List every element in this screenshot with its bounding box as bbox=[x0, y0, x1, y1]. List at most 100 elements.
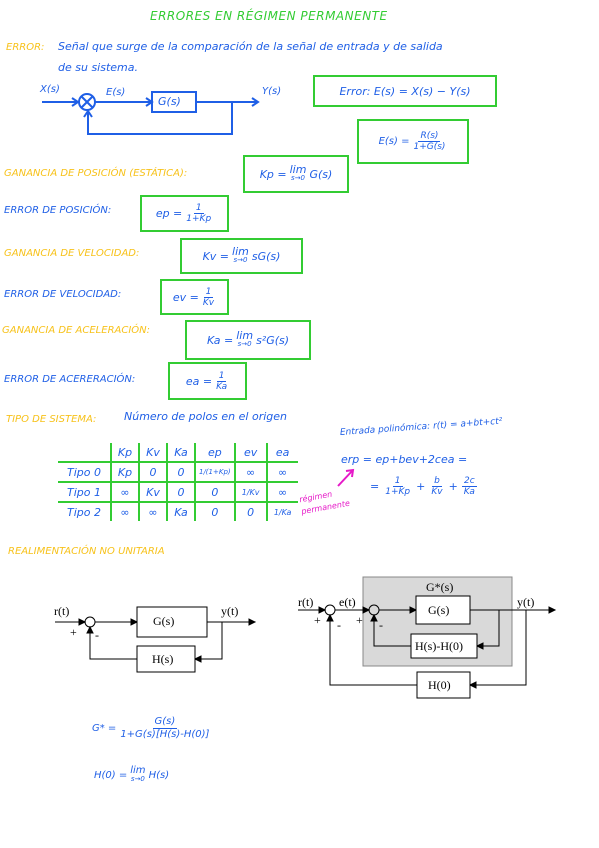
error-formula: Error: E(s) = X(s) − Y(s) bbox=[339, 84, 471, 98]
poly-plus1: + bbox=[416, 480, 426, 493]
table-cell: Tipo 2 bbox=[67, 505, 101, 519]
table-cell: Kv bbox=[138, 482, 167, 503]
table-cell: 0 bbox=[194, 502, 235, 521]
ea-label: ERROR DE ACERERACIÓN: bbox=[4, 374, 136, 385]
table-header-cell: Kv bbox=[138, 443, 167, 463]
right-r-label: r(t) bbox=[298, 595, 314, 609]
kv-rhs: sG(s) bbox=[251, 249, 281, 263]
ka-lim-text: lim bbox=[236, 329, 254, 342]
poly-t3-num: 2c bbox=[461, 476, 477, 487]
table-header-cell: ev bbox=[233, 443, 267, 463]
poly-t2-num: b bbox=[432, 476, 442, 487]
ka-label: GANANCIA DE ACELERACIÓN: bbox=[2, 325, 151, 336]
table-cell: ∞ bbox=[265, 482, 298, 503]
table-header-cell: ep bbox=[194, 443, 235, 463]
ev-lhs: ev = bbox=[172, 290, 199, 304]
poly-line1: erp = ep+bev+2cea = bbox=[341, 453, 468, 466]
ka-rhs: s²G(s) bbox=[256, 333, 290, 347]
gstar-formula: G* = G(s)1+G(s)[H(s)-H(0)] bbox=[92, 716, 211, 741]
ea-lhs: ea = bbox=[185, 374, 213, 388]
table-row: Tipo 1 ∞ Kv 0 0 1/Kv ∞ bbox=[58, 482, 298, 503]
ev-label: ERROR DE VELOCIDAD: bbox=[4, 289, 122, 300]
h0-lim-sub: s→0 bbox=[130, 775, 145, 783]
gstar-num: G(s) bbox=[152, 716, 178, 729]
right-gstar-label: G*(s) bbox=[426, 580, 454, 594]
table-cell: 0 bbox=[166, 462, 195, 483]
left-r-label: r(t) bbox=[54, 604, 70, 618]
kp-label: GANANCIA DE POSICIÓN (ESTÁTICA): bbox=[4, 168, 188, 179]
table-header-cell: ea bbox=[265, 443, 298, 463]
left-plus: + bbox=[70, 625, 77, 639]
table-cell: ∞ bbox=[138, 502, 167, 521]
table-cell: 1/Ka bbox=[265, 502, 298, 521]
kp-rhs: G(s) bbox=[309, 167, 333, 181]
error-formula-box: Error: E(s) = X(s) − Y(s) bbox=[313, 75, 497, 107]
table-cell: Ka bbox=[166, 502, 195, 521]
table-cell: 0 bbox=[233, 502, 267, 521]
table-cell: Tipo 0 bbox=[58, 462, 111, 483]
ea-den: Ka bbox=[216, 381, 228, 392]
kp-lhs: Kp = bbox=[259, 167, 287, 181]
e-formula-den: 1+G(s) bbox=[413, 142, 446, 152]
gstar-den: 1+G(s)[H(s)-H(0)] bbox=[120, 729, 210, 740]
error-definition-line1: Señal que surge de la comparación de la … bbox=[58, 40, 443, 53]
diagram1-input-label: X(s) bbox=[40, 84, 60, 95]
ka-lhs: Ka = bbox=[206, 333, 234, 347]
error-definition-line2: de su sistema. bbox=[58, 61, 138, 74]
right-y-label: y(t) bbox=[517, 595, 535, 609]
table-row: Tipo 2 ∞ ∞ Ka 0 0 1/Ka bbox=[58, 502, 298, 521]
right-plus1: + bbox=[314, 613, 321, 627]
table-cell: 0 bbox=[194, 482, 235, 503]
ev-den: Kv bbox=[202, 297, 215, 308]
table-row: Tipo 0 Kp 0 0 1/(1+Kp) ∞ ∞ bbox=[58, 462, 298, 483]
table-header-row: Kp Kv Ka ep ev ea bbox=[58, 443, 298, 463]
table-cell: 0 bbox=[166, 482, 195, 503]
poly-plus2: + bbox=[448, 480, 458, 493]
right-minus1: - bbox=[337, 618, 341, 632]
table-header-cell bbox=[58, 443, 111, 463]
table-cell: Tipo 1 bbox=[58, 482, 111, 503]
e-formula-box: E(s) = R(s) 1+G(s) bbox=[357, 119, 469, 164]
page-title: ERRORES EN RÉGIMEN PERMANENTE bbox=[150, 9, 388, 23]
ep-label: ERROR DE POSICIÓN: bbox=[4, 205, 112, 216]
table-cell: ∞ bbox=[110, 502, 139, 521]
table-cell: 0 bbox=[138, 462, 167, 483]
ea-num: 1 bbox=[216, 370, 227, 382]
table-cell: 1/(1+Kp) bbox=[194, 462, 235, 483]
tipo-label: TIPO DE SISTEMA: bbox=[6, 414, 97, 425]
right-minus2: - bbox=[379, 618, 383, 632]
left-minus: - bbox=[95, 628, 99, 642]
kv-lim-sub: s→0 bbox=[233, 256, 248, 264]
poly-t1-num: 1 bbox=[392, 476, 403, 487]
right-h0-block: H(0) bbox=[428, 678, 451, 692]
table-cell: 1/Kv bbox=[233, 482, 267, 503]
ka-lim-sub: s→0 bbox=[237, 340, 252, 348]
ep-den: 1+Kp bbox=[186, 214, 212, 224]
poly-t2-den: Kv bbox=[431, 487, 443, 497]
kp-lim-sub: s→0 bbox=[291, 174, 306, 182]
table-header-cell: Kp bbox=[110, 443, 139, 463]
ep-lhs: ep = bbox=[155, 207, 183, 220]
kv-lim-text: lim bbox=[232, 245, 249, 258]
right-plus2: + bbox=[356, 613, 363, 627]
right-e-label: e(t) bbox=[339, 595, 356, 609]
table-cell: ∞ bbox=[265, 462, 298, 483]
tipo-text: Número de polos en el origen bbox=[124, 410, 287, 423]
error-label: ERROR: bbox=[6, 42, 45, 53]
kv-label: GANANCIA DE VELOCIDAD: bbox=[4, 248, 140, 259]
right-hh-block: H(s)-H(0) bbox=[415, 639, 463, 653]
